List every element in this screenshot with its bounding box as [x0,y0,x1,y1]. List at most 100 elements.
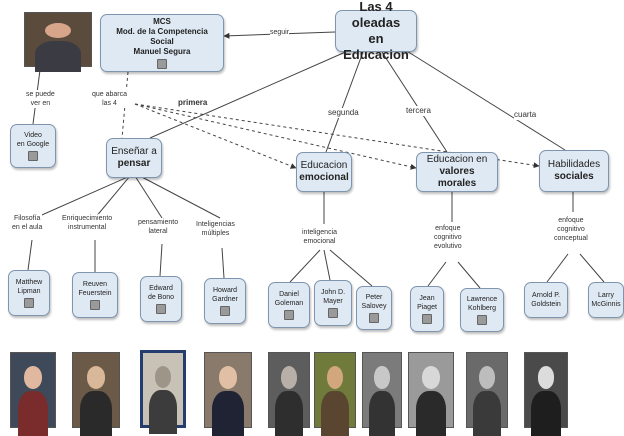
debono-line2: de Bono [147,294,175,301]
feuerstein-line2: Feuerstein [78,290,112,297]
label-tercera: tercera [406,106,431,116]
node-main-line2: en Educacion [343,31,409,62]
enfoque-con-line1: enfoque [558,217,584,224]
label-segunda: segunda [328,108,359,118]
node-las-4-oleadas[interactable]: Las 4 oleadas en Educacion [335,0,417,62]
label-se-puede-ver-line2: ver en [30,100,51,107]
label-enfoque-conceptual: enfoque cognitivo conceptual [554,216,588,243]
node-mayer[interactable]: John D. Mayer [314,280,352,326]
photo-goldstein [524,352,568,436]
label-que-abarca-line1: que abarca [92,91,128,98]
label-enfoque-evolutivo: enfoque cognitivo evolutivo [434,224,462,251]
document-icon[interactable] [369,313,379,323]
filosofia-line1: Filosofía [13,215,41,222]
document-icon[interactable] [477,315,487,325]
photo-lipman [10,352,56,436]
salovey-line2: Salovey [361,303,387,310]
node-mcs-line3: Manuel Segura [133,47,191,56]
node-habilidades-line2: sociales [554,171,594,182]
piaget-line1: Jean [419,295,435,302]
enriquecimiento-line1: Enriquecimiento [62,215,113,222]
mcginnis-line1: Larry [598,292,614,299]
label-que-abarca-line2: las 4 [102,100,117,107]
node-goldstein[interactable]: Arnold P. Goldstein [524,282,568,318]
mayer-line2: Mayer [323,298,343,305]
node-gardner[interactable]: Howard Gardner [204,278,246,324]
piaget-line2: Piaget [417,304,437,311]
node-goleman[interactable]: Daniel Goleman [268,282,310,328]
node-valores-line1: Educacion en [426,154,488,165]
label-filosofia: Filosofía en el aula [12,214,43,232]
pensamiento-line2: lateral [148,228,168,235]
node-ensenar-pensar[interactable]: Enseñar a pensar [106,138,162,178]
label-pensamiento: pensamiento lateral [138,218,179,236]
node-lipman[interactable]: Matthew Lipman [8,270,50,316]
node-educacion-valores[interactable]: Educacion en valores morales [416,152,498,192]
enfoque-con-line3: conceptual [554,235,588,242]
document-icon[interactable] [157,59,167,69]
label-se-puede-ver-line1: se puede [26,91,55,98]
enfoque-evo-line1: enfoque [435,225,461,232]
node-mcs[interactable]: MCS Mod. de la Competencia Social Manuel… [100,14,224,72]
mcginnis-line2: McGinnis [591,301,621,308]
goldstein-line2: Goldstein [531,301,561,308]
intel-emocional-line1: inteligencia [302,229,338,236]
node-ensenar-line1: Enseñar a [111,146,157,157]
node-educacion-emocional[interactable]: Educacion emocional [296,152,352,192]
label-que-abarca: que abarca las 4 [92,90,128,108]
enriquecimiento-line2: instrumental [68,224,107,231]
node-kohlberg[interactable]: Lawrence Kohlberg [460,288,504,332]
label-primera: primera [178,98,208,108]
node-main-line1: Las 4 oleadas [351,0,401,30]
enfoque-evo-line2: cognitivo [434,234,462,241]
node-ensenar-line2: pensar [117,158,151,169]
document-icon[interactable] [422,314,432,324]
photo-goleman [268,352,310,436]
enfoque-evo-line3: evolutivo [434,243,462,250]
photo-gardner [204,352,252,436]
document-icon[interactable] [156,304,166,314]
label-seguir: seguir [270,28,290,37]
photo-piaget [408,352,454,436]
node-salovey[interactable]: Peter Salovey [356,286,392,330]
label-se-puede-ver: se puede ver en [26,90,55,108]
document-icon[interactable] [90,300,100,310]
lipman-line2: Lipman [17,288,41,295]
salovey-line1: Peter [365,294,383,301]
node-mcginnis[interactable]: Larry McGinnis [588,282,624,318]
label-inteligencias: Inteligencias múltiples [196,220,235,238]
node-feuerstein[interactable]: Reuven Feuerstein [72,272,118,318]
photo-kohlberg [466,352,508,436]
document-icon[interactable] [24,298,34,308]
node-emocional-line1: Educacion [300,160,348,171]
gardner-line1: Howard [212,287,238,294]
node-valores-line2: valores morales [437,166,477,189]
lipman-line1: Matthew [15,279,43,286]
pensamiento-line1: pensamiento [138,219,179,226]
label-enriquecimiento: Enriquecimiento instrumental [62,214,113,232]
photo-feuerstein [72,352,120,436]
node-habilidades-sociales[interactable]: Habilidades sociales [539,150,609,192]
filosofia-line2: en el aula [12,224,43,231]
document-icon[interactable] [284,310,294,320]
document-icon[interactable] [220,306,230,316]
node-de-bono[interactable]: Edward de Bono [140,276,182,322]
node-video-google[interactable]: Video en Google [10,124,56,168]
node-mcs-line1: MCS [153,17,171,26]
inteligencias-line2: múltiples [201,230,230,237]
enfoque-con-line2: cognitivo [557,226,585,233]
inteligencias-line1: Inteligencias [196,221,235,228]
document-icon[interactable] [28,151,38,161]
node-piaget[interactable]: Jean Piaget [410,286,444,332]
document-icon[interactable] [328,308,338,318]
kohlberg-line1: Lawrence [466,296,498,303]
photo-salovey [362,352,402,436]
intel-emocional-line2: emocional [303,238,336,245]
node-video-line1: Video [24,132,42,139]
photo-de-bono [140,350,186,434]
goldstein-line1: Arnold P. [532,292,560,299]
gardner-line2: Gardner [212,296,238,303]
photo-mayer [314,352,356,436]
feuerstein-line1: Reuven [82,281,108,288]
